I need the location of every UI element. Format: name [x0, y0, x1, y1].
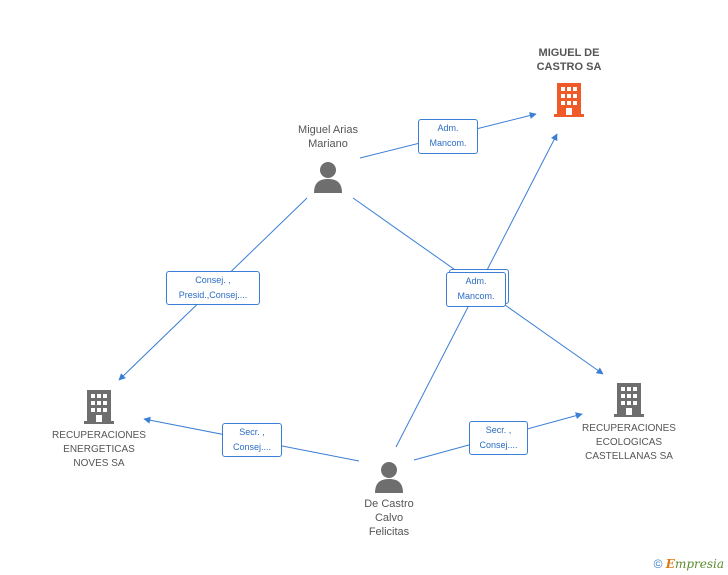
edge-label-arias-miguel-castro[interactable]: Adm. Mancom.	[418, 119, 478, 154]
node-label: De Castro Calvo Felicitas	[364, 498, 414, 538]
person-icon	[314, 162, 342, 193]
node-recuperaciones-energeticas[interactable]: RECUPERACIONES ENERGETICAS NOVES SA	[43, 389, 155, 471]
copyright-icon: ©	[653, 557, 663, 571]
building-icon	[614, 383, 644, 417]
brand-logo: Empresia	[665, 557, 724, 571]
node-miguel-de-castro-sa[interactable]: MIGUEL DE CASTRO SA	[521, 46, 617, 118]
node-recuperaciones-ecologicas[interactable]: RECUPERACIONES ECOLOGICAS CASTELLANAS SA	[570, 382, 688, 464]
building-icon	[554, 83, 584, 117]
building-icon	[84, 390, 114, 424]
node-miguel-arias-mariano[interactable]: Miguel Arias Mariano	[282, 123, 374, 193]
edge-label-arias-energeticas[interactable]: Consej. , Presid.,Consej....	[166, 271, 260, 305]
node-label: RECUPERACIONES ECOLOGICAS CASTELLANAS SA	[582, 423, 676, 462]
person-icon	[375, 462, 403, 493]
node-label: MIGUEL DE CASTRO SA	[536, 47, 602, 73]
node-de-castro-calvo-felicitas[interactable]: De Castro Calvo Felicitas	[345, 461, 433, 539]
edge-label-arias-ecologicas[interactable]: Adm. Mancom.	[446, 272, 506, 307]
edge-label-castro-calvo-energeticas[interactable]: Secr. , Consej....	[222, 423, 282, 457]
node-label: RECUPERACIONES ENERGETICAS NOVES SA	[52, 430, 146, 469]
node-label: Miguel Arias Mariano	[298, 124, 358, 150]
empresia-watermark: © Empresia	[654, 557, 724, 571]
edge-label-castro-calvo-ecologicas[interactable]: Secr. , Consej....	[469, 421, 528, 455]
